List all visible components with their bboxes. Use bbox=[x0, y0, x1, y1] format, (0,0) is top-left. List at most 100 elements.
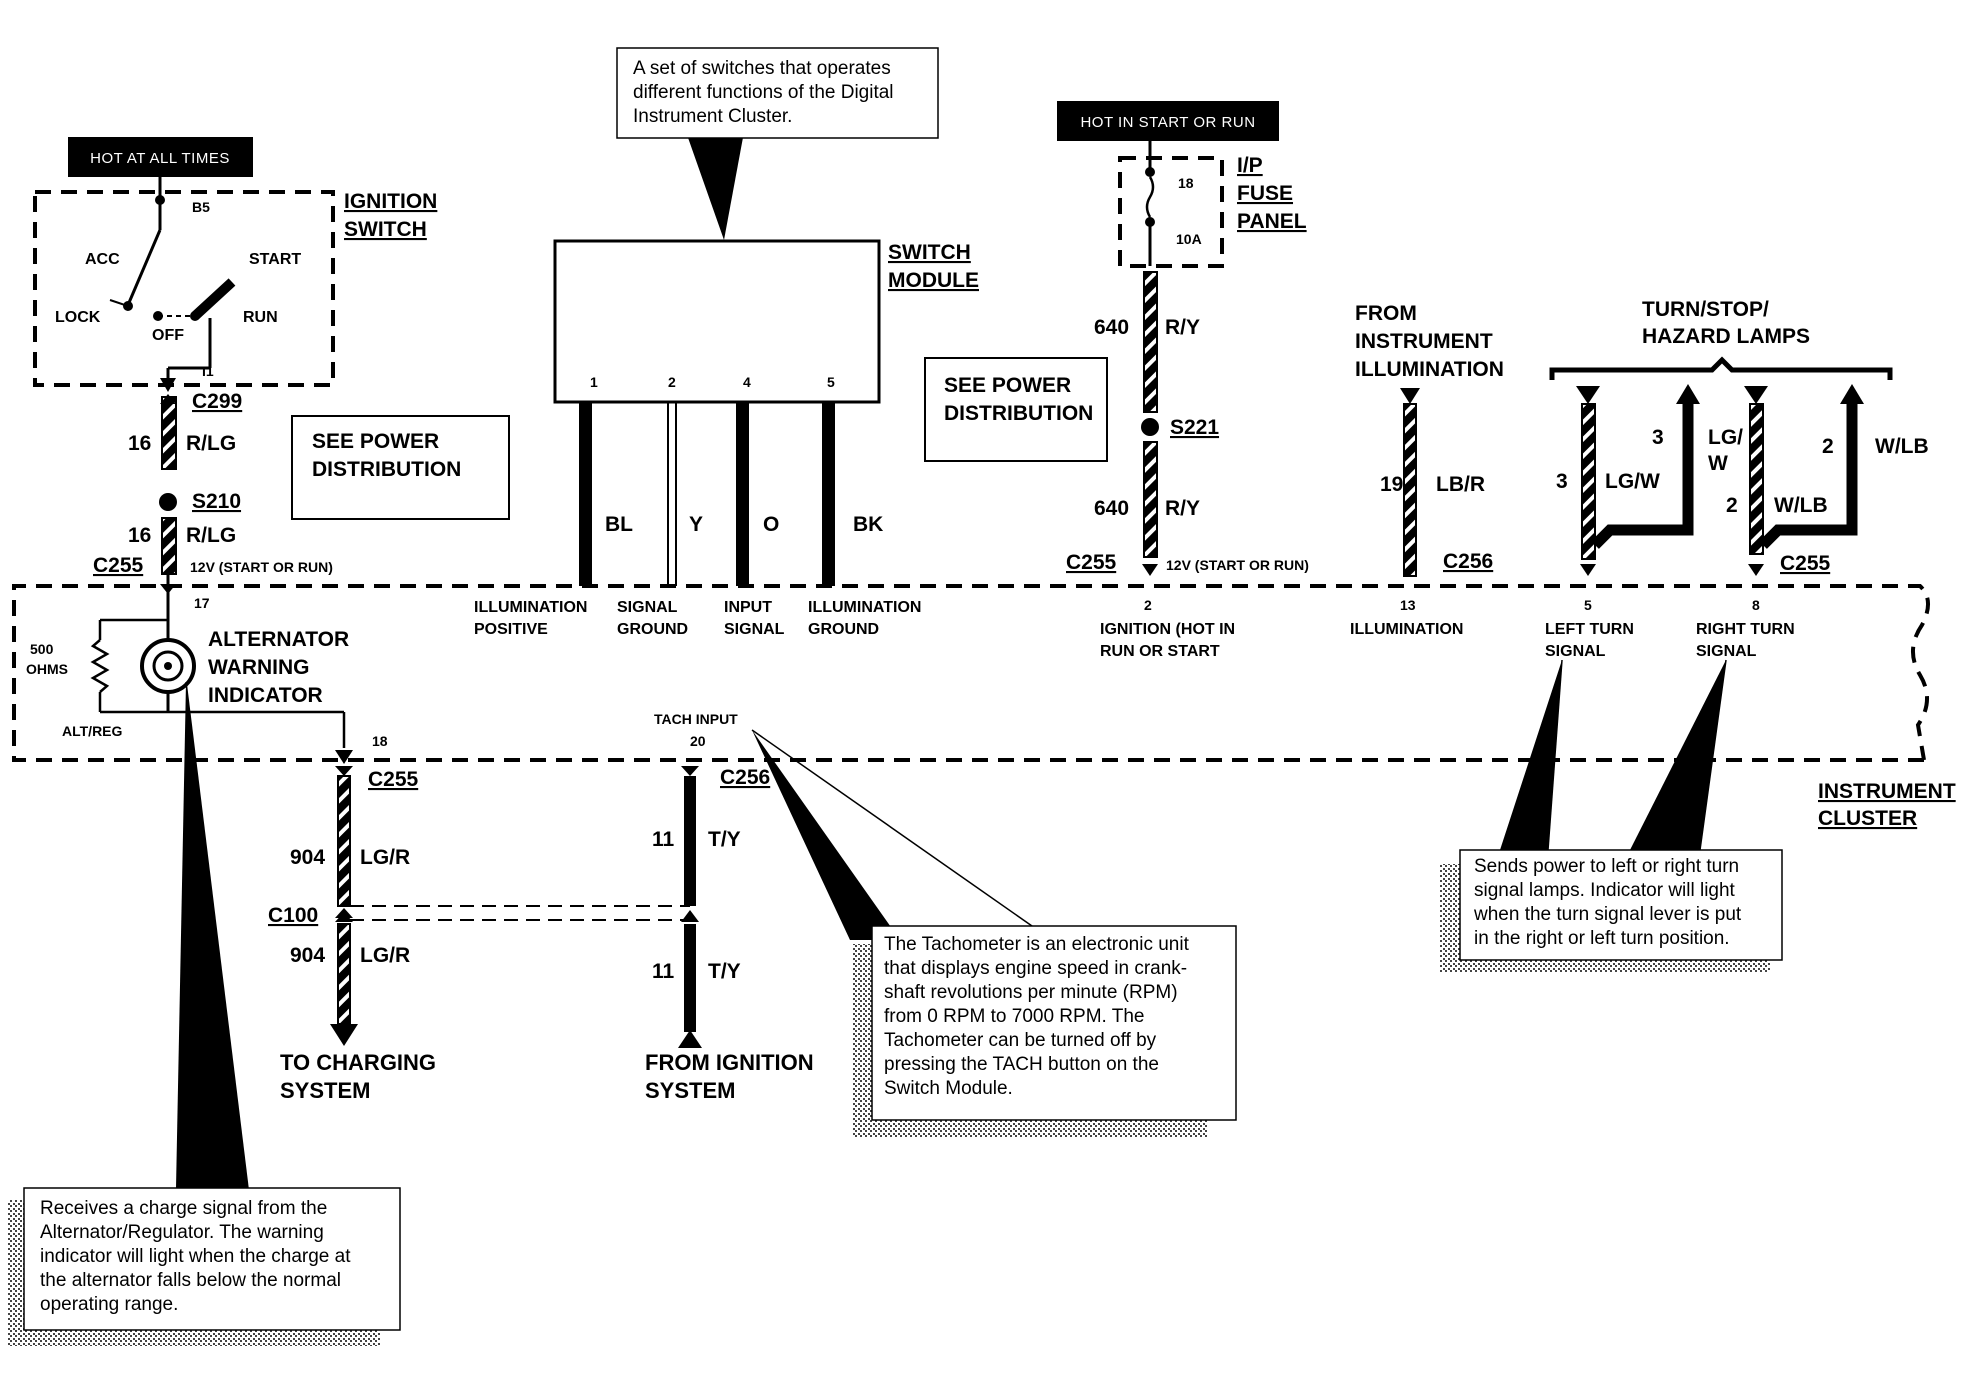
svg-text:ILLUMINATION: ILLUMINATION bbox=[1355, 358, 1504, 381]
svg-text:SWITCH: SWITCH bbox=[888, 241, 971, 264]
svg-text:ILLUMINATION: ILLUMINATION bbox=[1350, 621, 1463, 638]
svg-text:SEE POWER: SEE POWER bbox=[312, 430, 439, 453]
svg-text:R/LG: R/LG bbox=[186, 524, 236, 547]
svg-text:13: 13 bbox=[1400, 597, 1416, 613]
svg-text:IGNITION (HOT IN: IGNITION (HOT IN bbox=[1100, 621, 1235, 638]
svg-text:C299: C299 bbox=[192, 390, 242, 413]
svg-text:S210: S210 bbox=[192, 490, 241, 513]
svg-text:different functions of the Dig: different functions of the Digital bbox=[633, 82, 894, 103]
svg-text:FROM IGNITION: FROM IGNITION bbox=[645, 1050, 814, 1075]
tach-input-pin: 20 bbox=[690, 733, 706, 749]
svg-text:HAZARD LAMPS: HAZARD LAMPS bbox=[1642, 325, 1810, 348]
illumination-circuit: FROM INSTRUMENT ILLUMINATION 19 LB/R C25… bbox=[1350, 302, 1504, 638]
svg-text:WARNING: WARNING bbox=[208, 656, 310, 679]
svg-text:SIGNAL: SIGNAL bbox=[617, 599, 678, 616]
svg-text:904: 904 bbox=[290, 846, 325, 869]
svg-text:5: 5 bbox=[827, 374, 835, 390]
svg-text:C255: C255 bbox=[93, 554, 144, 577]
svg-text:RIGHT TURN: RIGHT TURN bbox=[1696, 621, 1795, 638]
charging-circuit: C255 904 LG/R C100 904 LG/R TO CHARGING … bbox=[268, 766, 690, 1103]
svg-text:MODULE: MODULE bbox=[888, 269, 979, 292]
svg-text:LG/W: LG/W bbox=[1605, 470, 1660, 493]
svg-text:SYSTEM: SYSTEM bbox=[280, 1078, 370, 1103]
svg-text:IGNITION: IGNITION bbox=[344, 190, 437, 213]
svg-text:C256: C256 bbox=[1443, 550, 1493, 573]
svg-text:3: 3 bbox=[1652, 426, 1664, 449]
alternator-warning-indicator: 500 OHMS ALT/REG ALTERNATOR WARNING INDI… bbox=[26, 618, 388, 764]
svg-text:904: 904 bbox=[290, 944, 325, 967]
svg-text:SWITCH: SWITCH bbox=[344, 218, 427, 241]
svg-text:LOCK: LOCK bbox=[55, 309, 101, 326]
svg-text:5: 5 bbox=[1584, 597, 1592, 613]
svg-text:640: 640 bbox=[1094, 497, 1129, 520]
svg-text:from 0 RPM to 7000 RPM. The: from 0 RPM to 7000 RPM. The bbox=[884, 1006, 1144, 1027]
svg-text:C100: C100 bbox=[268, 904, 318, 927]
fuse-panel: 18 10A I/P FUSE PANEL bbox=[1118, 141, 1307, 268]
svg-text:16: 16 bbox=[128, 432, 151, 455]
instrument-cluster: INSTRUMENT CLUSTER bbox=[12, 584, 1956, 830]
circuit-r-lg: C299 16 R/LG S210 16 R/LG C255 12V (STAR… bbox=[93, 390, 333, 620]
svg-text:SIGNAL: SIGNAL bbox=[1696, 643, 1757, 660]
svg-text:operating range.: operating range. bbox=[40, 1294, 178, 1315]
svg-text:12V (START OR RUN): 12V (START OR RUN) bbox=[190, 559, 333, 575]
svg-text:2: 2 bbox=[1726, 494, 1738, 517]
svg-text:when the turn signal lever is: when the turn signal lever is put bbox=[1473, 904, 1742, 925]
svg-text:GROUND: GROUND bbox=[808, 621, 879, 638]
svg-text:C255: C255 bbox=[1780, 552, 1831, 575]
svg-text:O: O bbox=[763, 513, 779, 536]
svg-text:indicator will light when the: indicator will light when the charge at bbox=[40, 1246, 351, 1267]
svg-text:1: 1 bbox=[590, 374, 598, 390]
callout-alternator: Receives a charge signal from the Altern… bbox=[8, 681, 401, 1346]
svg-text:LG/: LG/ bbox=[1708, 426, 1743, 449]
svg-text:TO CHARGING: TO CHARGING bbox=[280, 1050, 436, 1075]
svg-text:C255: C255 bbox=[1066, 551, 1117, 574]
svg-text:DISTRIBUTION: DISTRIBUTION bbox=[944, 402, 1093, 425]
svg-text:SIGNAL: SIGNAL bbox=[1545, 643, 1606, 660]
svg-text:shaft revolutions per minute (: shaft revolutions per minute (RPM) bbox=[884, 982, 1178, 1003]
svg-text:I/P: I/P bbox=[1237, 154, 1263, 177]
svg-text:Switch Module.: Switch Module. bbox=[884, 1078, 1013, 1099]
svg-text:R/Y: R/Y bbox=[1165, 497, 1200, 520]
svg-text:HOT IN START OR RUN: HOT IN START OR RUN bbox=[1080, 114, 1255, 131]
svg-text:OFF: OFF bbox=[152, 327, 184, 344]
svg-text:2: 2 bbox=[1144, 597, 1152, 613]
svg-text:A set of switches that operate: A set of switches that operates bbox=[633, 58, 891, 79]
header-hot-at-all-times: HOT AT ALL TIMES bbox=[68, 137, 253, 177]
svg-text:LG/R: LG/R bbox=[360, 846, 410, 869]
svg-text:LEFT TURN: LEFT TURN bbox=[1545, 621, 1634, 638]
svg-text:640: 640 bbox=[1094, 316, 1129, 339]
svg-text:Tachometer can be turned off b: Tachometer can be turned off by bbox=[884, 1030, 1157, 1051]
svg-text:R/Y: R/Y bbox=[1165, 316, 1200, 339]
svg-text:ALT/REG: ALT/REG bbox=[62, 723, 123, 739]
svg-text:ILLUMINATION: ILLUMINATION bbox=[474, 599, 587, 616]
svg-text:C255: C255 bbox=[368, 768, 419, 791]
svg-text:SIGNAL: SIGNAL bbox=[724, 621, 785, 638]
header-hot-in-start-or-run: HOT IN START OR RUN bbox=[1057, 101, 1279, 141]
svg-text:T/Y: T/Y bbox=[708, 828, 741, 851]
svg-text:Alternator/Regulator. The war: Alternator/Regulator. The warning bbox=[40, 1222, 324, 1243]
svg-text:POSITIVE: POSITIVE bbox=[474, 621, 548, 638]
svg-text:W/LB: W/LB bbox=[1774, 494, 1828, 517]
svg-text:FUSE: FUSE bbox=[1237, 182, 1293, 205]
tach-input-label: TACH INPUT bbox=[654, 711, 738, 727]
svg-text:16: 16 bbox=[128, 524, 151, 547]
svg-text:BK: BK bbox=[853, 513, 883, 536]
ignition-switch: B5 ACC START LOCK OFF RUN I1 IGNITION SW… bbox=[33, 177, 437, 392]
turn-lamps: TURN/STOP/ HAZARD LAMPS 3 LG/W 3 LG/ W 2… bbox=[1545, 298, 1929, 660]
svg-text:OHMS: OHMS bbox=[26, 661, 68, 677]
callout-turn-signal: Sends power to left or right turn signal… bbox=[1440, 659, 1783, 972]
svg-text:3: 3 bbox=[1556, 470, 1568, 493]
switch-module: SWITCH MODULE 1 2 4 5 BL Y O BK ILLUMINA… bbox=[474, 239, 979, 638]
svg-text:S221: S221 bbox=[1170, 416, 1219, 439]
svg-text:ALTERNATOR: ALTERNATOR bbox=[208, 628, 349, 651]
svg-text:INDICATOR: INDICATOR bbox=[208, 684, 323, 707]
svg-text:4: 4 bbox=[743, 374, 751, 390]
svg-text:RUN: RUN bbox=[243, 309, 278, 326]
svg-text:R/LG: R/LG bbox=[186, 432, 236, 455]
svg-text:2: 2 bbox=[668, 374, 676, 390]
svg-text:10A: 10A bbox=[1176, 231, 1202, 247]
svg-text:The Tachometer is an electroni: The Tachometer is an electronic unit bbox=[884, 934, 1190, 955]
svg-text:INSTRUMENT: INSTRUMENT bbox=[1818, 780, 1956, 803]
svg-text:SEE POWER: SEE POWER bbox=[944, 374, 1071, 397]
